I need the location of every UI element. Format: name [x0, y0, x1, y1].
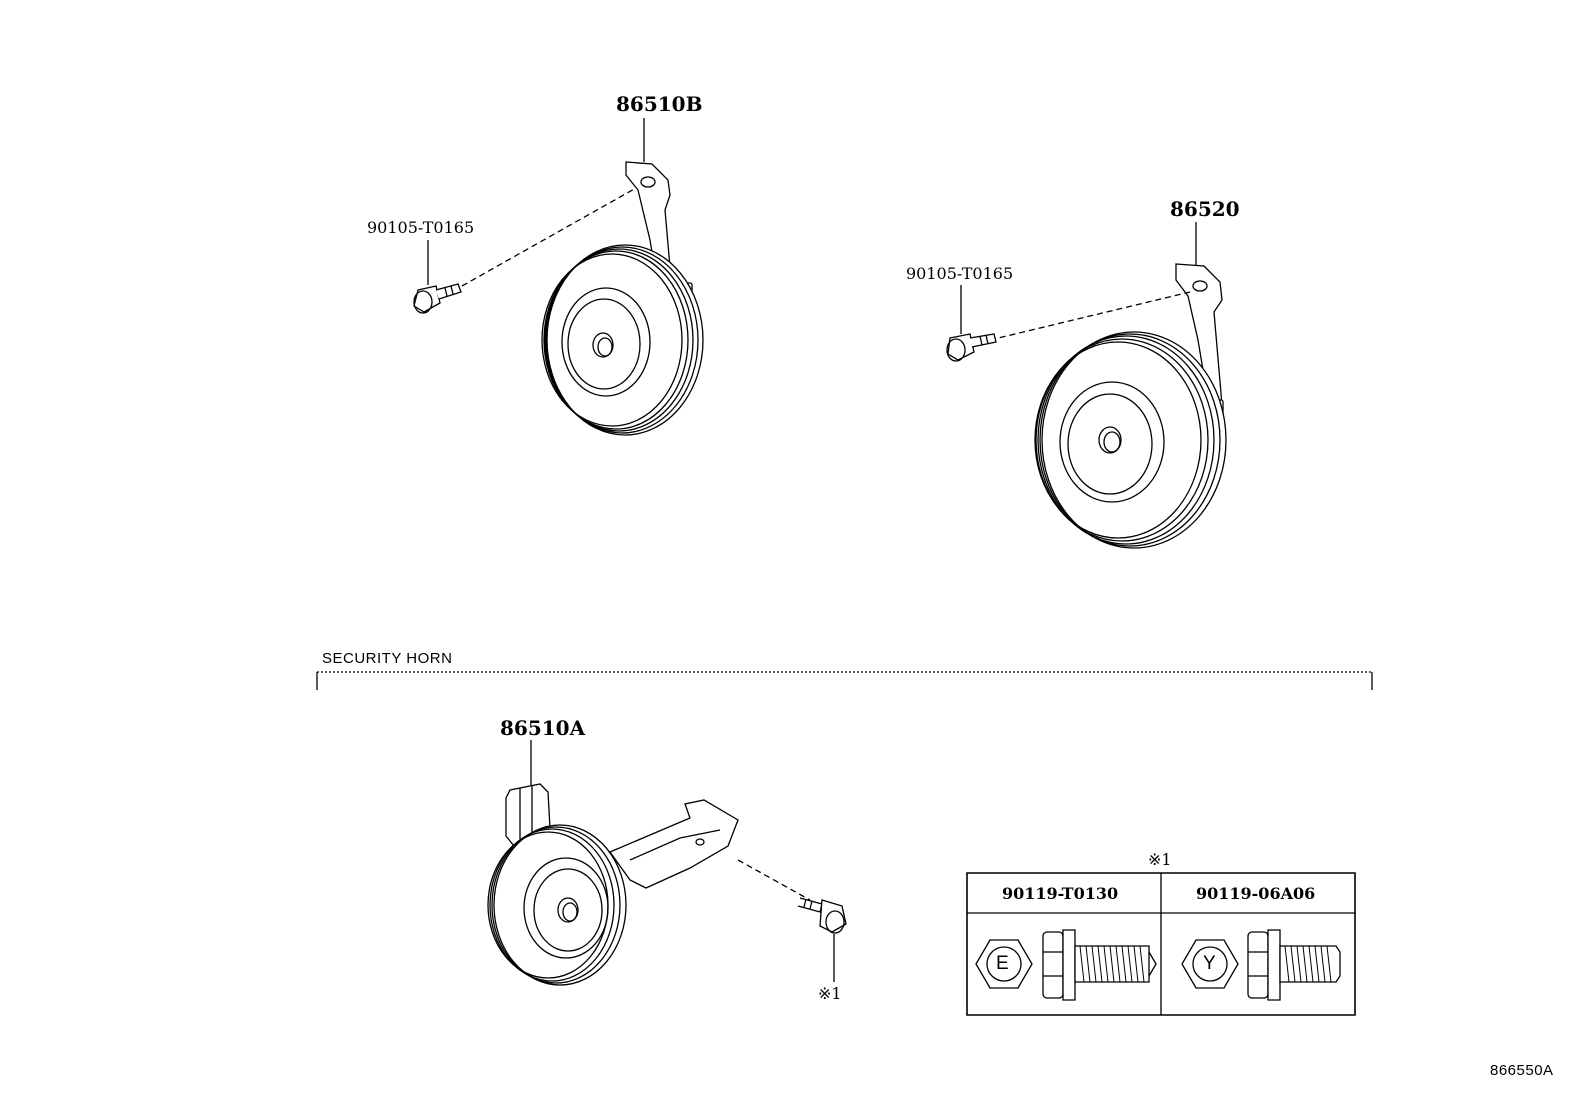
- note-table-col-2-header[interactable]: 90119-06A06: [1196, 884, 1316, 903]
- horn-86510a-drawing: [488, 740, 846, 985]
- part-label-bolt-upper-right[interactable]: 90105-T0165: [906, 264, 1014, 283]
- bolt-head-mark-y: Y: [1203, 953, 1216, 974]
- horn-86520-drawing: [947, 222, 1226, 548]
- security-horn-divider: [317, 672, 1372, 690]
- part-label-86510b[interactable]: 86510B: [616, 92, 703, 116]
- note-table-col-1-header[interactable]: 90119-T0130: [1002, 884, 1119, 903]
- horn-86510b-drawing: [414, 118, 703, 435]
- part-label-86520[interactable]: 86520: [1170, 197, 1240, 221]
- bolt-y-drawing: [1182, 930, 1340, 1000]
- part-label-bolt-upper-left[interactable]: 90105-T0165: [367, 218, 475, 237]
- note-reference-bolt[interactable]: ※1: [818, 984, 842, 1003]
- bolt-head-mark-e: E: [996, 953, 1009, 974]
- note-table-marker: ※1: [1148, 850, 1172, 869]
- bolt-y-threads: [1285, 946, 1331, 982]
- bolt-e-threads: [1080, 946, 1144, 982]
- note-table-frame: [967, 873, 1355, 1015]
- part-label-86510a[interactable]: 86510A: [500, 716, 586, 740]
- bolt-e-drawing: [976, 930, 1156, 1000]
- diagram-id: 866550A: [1490, 1062, 1554, 1079]
- section-title-security-horn: SECURITY HORN: [322, 650, 453, 667]
